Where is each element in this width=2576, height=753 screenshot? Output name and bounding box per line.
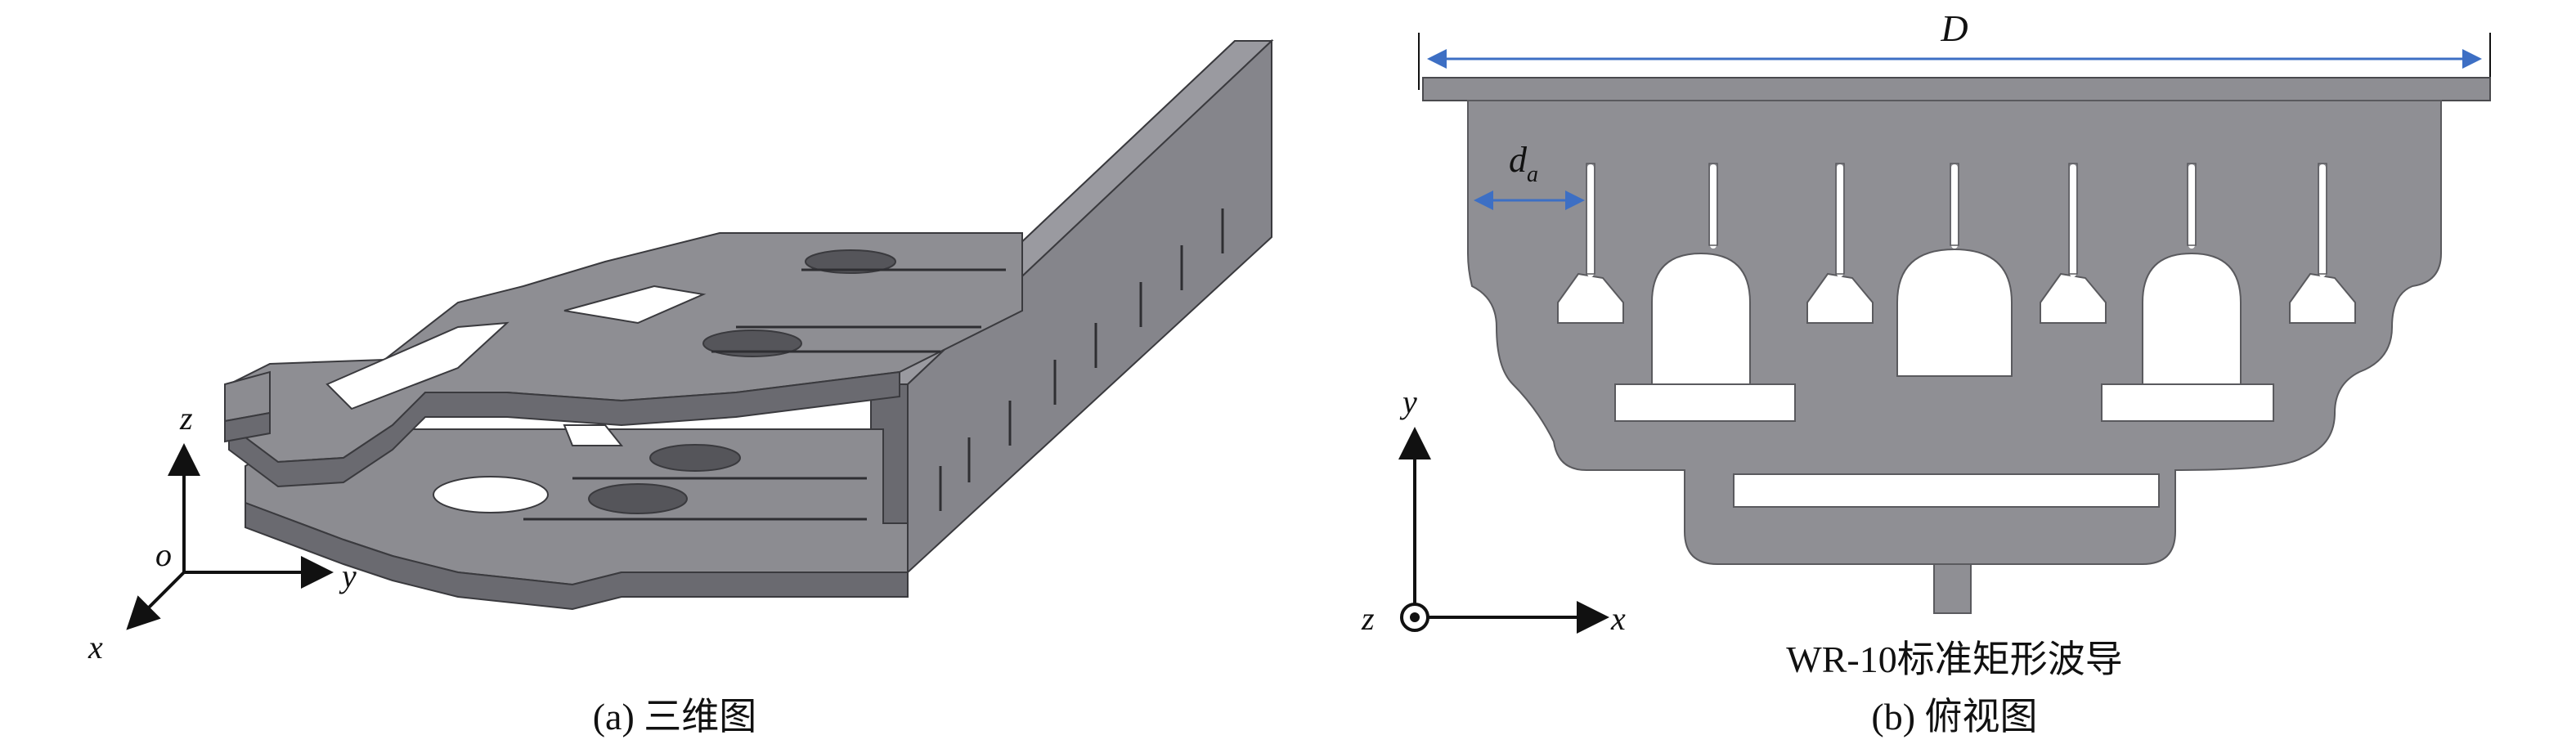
top-bar (1422, 77, 2491, 101)
arch-3 (2142, 252, 2242, 385)
slot-outlines (1586, 163, 2327, 275)
axes-2d: y z x (1361, 383, 1626, 637)
dimension-da: da (1474, 140, 1585, 210)
cutout-left (1614, 383, 1796, 422)
input-port-stub (224, 370, 271, 443)
radiating-slots (1587, 164, 2326, 277)
axis-origin-label: o (155, 536, 172, 573)
dimension-D: D (1418, 7, 2491, 90)
dimension-da-main: d (1509, 140, 1528, 180)
axis-2d-x-label: x (1610, 600, 1626, 637)
axis-x-label: x (88, 629, 103, 666)
dimension-da-label: da (1509, 140, 1538, 187)
axes-3d: z o y x (88, 400, 357, 666)
network-layer-upper (228, 232, 1023, 488)
waveguide-label: WR-10标准矩形波导 (1786, 639, 2122, 680)
cutout-center (1733, 473, 2160, 508)
axis-z-label: z (179, 400, 193, 437)
panel-b-top-view: D (1361, 7, 2491, 737)
network-layer-lower (245, 424, 909, 611)
axis-2d-z-label: z (1361, 600, 1375, 637)
waveguide-stub (1933, 563, 1972, 614)
panel-a-3d-view: z o y x (a) 三维图 (88, 38, 1274, 737)
coupling-holes (1557, 272, 2356, 324)
caption-panel-b: (b) 俯视图 (1871, 696, 2037, 737)
arch-2 (1896, 248, 2013, 377)
arch-1 (1651, 252, 1751, 385)
axis-2d-y-label: y (1399, 383, 1417, 420)
caption-panel-a: (a) 三维图 (593, 696, 757, 737)
cutout-right (2101, 383, 2274, 422)
dimension-D-label: D (1940, 7, 1968, 49)
axis-y-label: y (339, 558, 357, 594)
dimension-da-sub: a (1527, 162, 1538, 187)
